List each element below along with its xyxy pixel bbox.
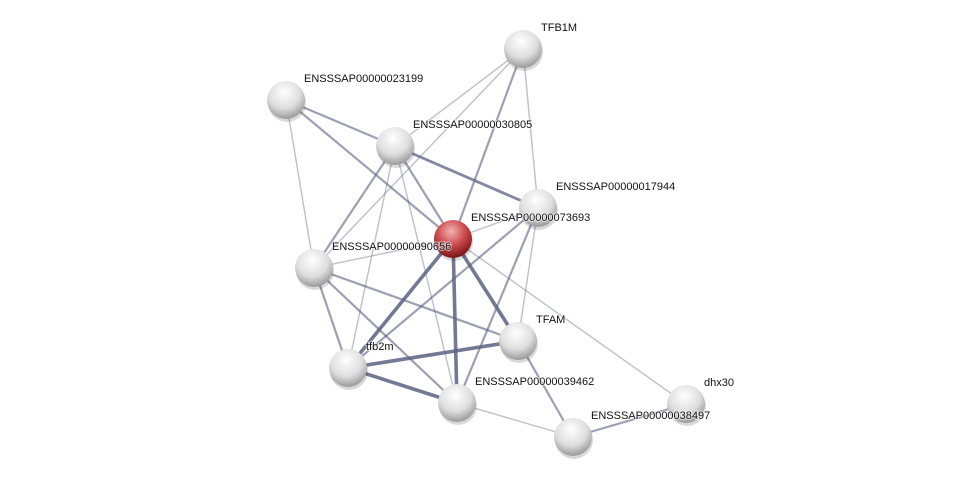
node-label: tfb2m — [366, 341, 394, 353]
edge-C-B[interactable] — [394, 48, 524, 147]
node-label: ENSSSAP00000017944 — [556, 181, 675, 193]
edge-B-G[interactable] — [347, 145, 396, 369]
edge-C-R[interactable] — [451, 48, 525, 240]
node-ensssap00000038497[interactable]: ENSSSAP00000038497 — [554, 409, 711, 459]
edge-C-E[interactable] — [313, 48, 524, 269]
edge-R-I[interactable] — [452, 238, 687, 405]
node-tfb2m[interactable]: tfb2m — [329, 340, 395, 390]
edge-H-J[interactable] — [456, 402, 574, 438]
edge-A-B[interactable] — [285, 98, 396, 148]
edge-J-I[interactable] — [572, 402, 687, 439]
node-dhx30[interactable]: dhx30 — [667, 376, 735, 426]
node-label: TFAM — [536, 314, 565, 326]
edge-G-F[interactable] — [347, 339, 519, 370]
node-label: TFB1M — [541, 22, 577, 34]
node-tfb1m[interactable]: TFB1M — [504, 21, 578, 71]
edge-R-E[interactable] — [313, 238, 454, 269]
node-label: ENSSSAP00000038497 — [591, 410, 710, 422]
node-ensssap00000023199[interactable]: ENSSSAP00000023199 — [267, 72, 424, 122]
node-label: ENSSSAP00000023199 — [304, 73, 423, 85]
node-label: ENSSSAP00000090656 — [332, 241, 451, 253]
node-sphere[interactable] — [267, 81, 305, 119]
node-sphere[interactable] — [438, 384, 476, 422]
node-sphere[interactable] — [519, 189, 557, 227]
edge-D-G[interactable] — [347, 207, 539, 369]
edge-R-F[interactable] — [451, 238, 520, 342]
node-tfam[interactable]: TFAM — [499, 313, 566, 363]
edge-R-H[interactable] — [451, 238, 459, 404]
node-sphere[interactable] — [554, 418, 592, 456]
edge-D-F[interactable] — [517, 207, 539, 342]
node-label: ENSSSAP00000039462 — [475, 376, 594, 388]
node-label: dhx30 — [704, 377, 734, 389]
node-sphere[interactable] — [504, 30, 542, 68]
node-label: ENSSSAP00000030805 — [413, 119, 532, 131]
node-ensssap00000017944[interactable]: ENSSSAP00000017944 — [519, 180, 676, 230]
node-sphere[interactable] — [295, 249, 333, 287]
node-ensssap00000039462[interactable]: ENSSSAP00000039462 — [438, 375, 595, 425]
node-sphere[interactable] — [667, 385, 705, 423]
node-ensssap00000030805[interactable]: ENSSSAP00000030805 — [376, 118, 533, 168]
edge-E-F[interactable] — [313, 266, 519, 343]
node-sphere[interactable] — [499, 322, 537, 360]
node-sphere[interactable] — [434, 220, 472, 258]
node-sphere[interactable] — [376, 127, 414, 165]
node-label: ENSSSAP00000073693 — [471, 212, 590, 224]
node-ensssap00000073693[interactable]: ENSSSAP00000073693 — [434, 211, 591, 261]
edge-C-D[interactable] — [522, 48, 539, 209]
edge-B-D[interactable] — [394, 144, 539, 210]
edge-B-E[interactable] — [313, 145, 396, 269]
node-sphere[interactable] — [329, 349, 367, 387]
edge-A-E[interactable] — [285, 99, 315, 269]
edge-G-H[interactable] — [347, 366, 458, 405]
node-ensssap00000090656[interactable]: ENSSSAP00000090656 — [295, 240, 452, 290]
edge-R-G[interactable] — [346, 237, 455, 370]
edge-E-H[interactable] — [313, 267, 458, 404]
edge-A-R[interactable] — [285, 99, 454, 240]
